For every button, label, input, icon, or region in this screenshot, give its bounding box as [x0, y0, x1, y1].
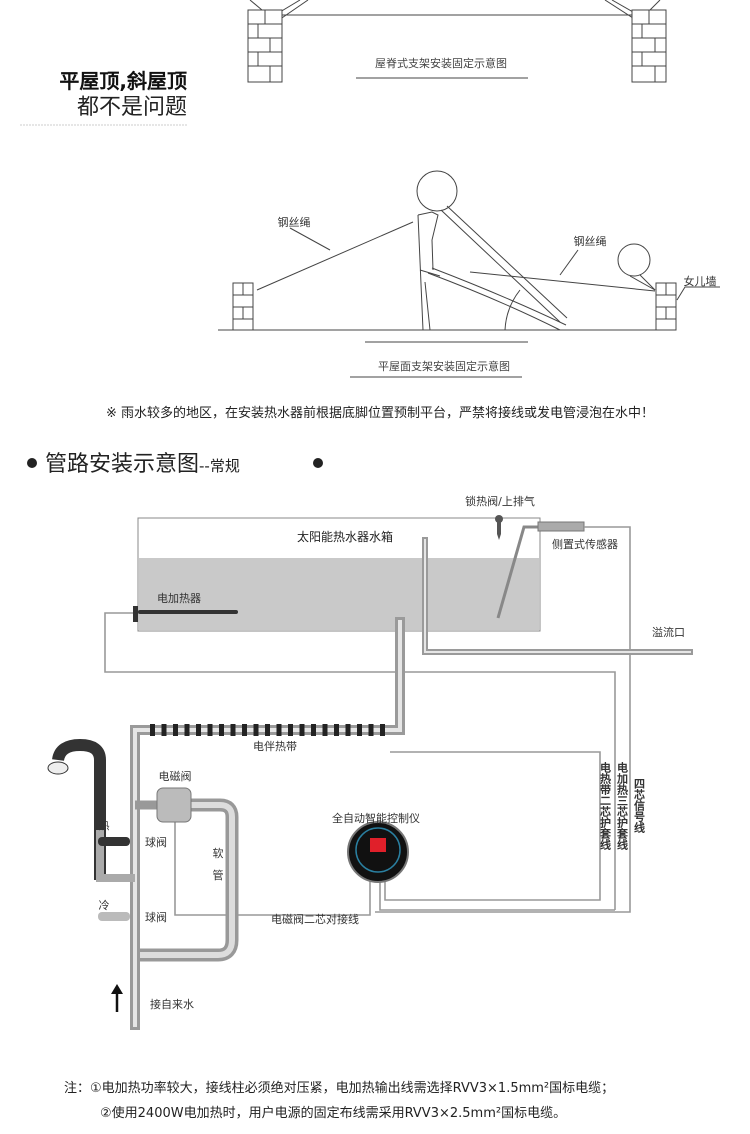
heat-band-segment [173, 724, 178, 736]
signal-wire [584, 526, 631, 910]
bullet-icon [313, 458, 323, 468]
heat-band-segment [184, 724, 190, 736]
steel-rope-right [469, 271, 656, 292]
flat-caption: 平屋面支架安装固定示意图 [378, 359, 510, 373]
heat-band-segment [219, 724, 224, 736]
note-line-2: ②使用2400W电加热时，用户电源的固定布线需采用RVV3×2.5mm²国标电缆… [100, 1105, 566, 1121]
band-wire-label: 电热带二芯护套线 [599, 761, 612, 851]
ball-valve-hot-label: 球阀 [145, 835, 167, 849]
flat-roof-diagram: 钢丝绳 钢丝绳 女儿墙 平屋面支架安装固定示意图 [218, 170, 720, 378]
heat-band-segment [207, 724, 213, 736]
heat-band-segment [368, 724, 374, 736]
steel-rope-left [256, 221, 414, 291]
heat-band-label: 电伴热带 [253, 740, 297, 753]
bullet-icon [27, 458, 37, 468]
heat-band-segment [288, 724, 293, 736]
heat-band-segment [253, 724, 259, 736]
hot-valve-handle[interactable] [98, 837, 130, 846]
cold-label: 冷 [99, 899, 110, 912]
controller-label: 全自动智能控制仪 [332, 811, 420, 825]
ridge-roof-diagram: 屋脊式支架安装固定示意图 [247, 0, 667, 83]
parapet-label: 女儿墙 [684, 274, 717, 288]
rope-label-right: 钢丝绳 [574, 234, 607, 248]
solenoid-wire [174, 822, 371, 916]
ridge-caption: 屋脊式支架安装固定示意图 [375, 56, 507, 70]
hose-label-1: 软 [213, 846, 224, 860]
heat-band-segment [334, 724, 339, 736]
note-line-1: 注：①电加热功率较大，接线柱必须绝对压紧，电加热输出线需选择RVV3×1.5mm… [64, 1080, 614, 1096]
heat-band-segment [357, 724, 362, 736]
heater-wire [104, 612, 616, 910]
pipe-section-heading: 管路安装示意图--常规 [45, 452, 240, 477]
ball-valve-cold-label: 球阀 [145, 910, 167, 924]
vent-label: 锁热阀/上排气 [465, 494, 535, 508]
heat-band-segment [230, 724, 236, 736]
water-heater-stand [416, 170, 568, 331]
heater-label: 电加热器 [157, 592, 201, 605]
solenoid-wire-label: 电磁阀二芯对接线 [271, 912, 359, 926]
overflow-label: 溢流口 [652, 625, 685, 639]
heat-trace-band [150, 724, 385, 736]
signal-wire-label: 四芯信号线 [633, 778, 646, 834]
solenoid-valve-icon [156, 787, 192, 823]
slogan-line1: 平屋顶,斜屋顶 [59, 69, 187, 93]
heat-band-segment [345, 724, 351, 736]
heat-band-segment [311, 724, 316, 736]
heat-band-segment [322, 724, 328, 736]
arrow-up-icon [111, 984, 123, 1012]
heater-wire-label: 电加热三芯护套线 [616, 761, 630, 851]
heat-band-segment [276, 724, 282, 736]
band-wire [384, 751, 601, 901]
heat-band-segment [265, 724, 270, 736]
controller-display [370, 838, 386, 852]
water-tank: 太阳能热水器水箱 [137, 517, 541, 632]
heat-band-segment [380, 724, 385, 736]
brick-wall-right [631, 9, 667, 83]
brick-wall-left [247, 9, 283, 83]
rain-note: ※ 雨水较多的地区，在安装热水器前根据底脚位置预制平台，严禁将接线或发电管浸泡在… [106, 405, 654, 421]
electric-heater-icon [133, 606, 238, 622]
brick-wall-right-flat [655, 282, 677, 331]
heat-band-segment [242, 724, 247, 736]
sensor-label: 侧置式传感器 [552, 538, 618, 551]
hose-label-2: 管 [213, 868, 224, 882]
detail-magnifier [617, 243, 651, 277]
solenoid-label: 电磁阀 [159, 769, 192, 783]
vent-valve-icon [495, 515, 503, 540]
slogan-line2: 都不是问题 [77, 95, 187, 120]
tank-label: 太阳能热水器水箱 [297, 529, 393, 544]
heat-band-segment [196, 724, 201, 736]
brick-wall-left-flat [232, 282, 254, 331]
rope-label-left: 钢丝绳 [278, 215, 311, 229]
shower-head-icon [52, 738, 106, 880]
smart-controller[interactable] [347, 821, 409, 883]
heat-band-segment [161, 724, 167, 736]
inlet-label: 接自来水 [150, 998, 194, 1011]
heat-band-segment [299, 724, 305, 736]
heat-band-segment [150, 724, 155, 736]
hot-label: 热 [99, 819, 110, 832]
cold-valve-handle[interactable] [98, 912, 130, 921]
